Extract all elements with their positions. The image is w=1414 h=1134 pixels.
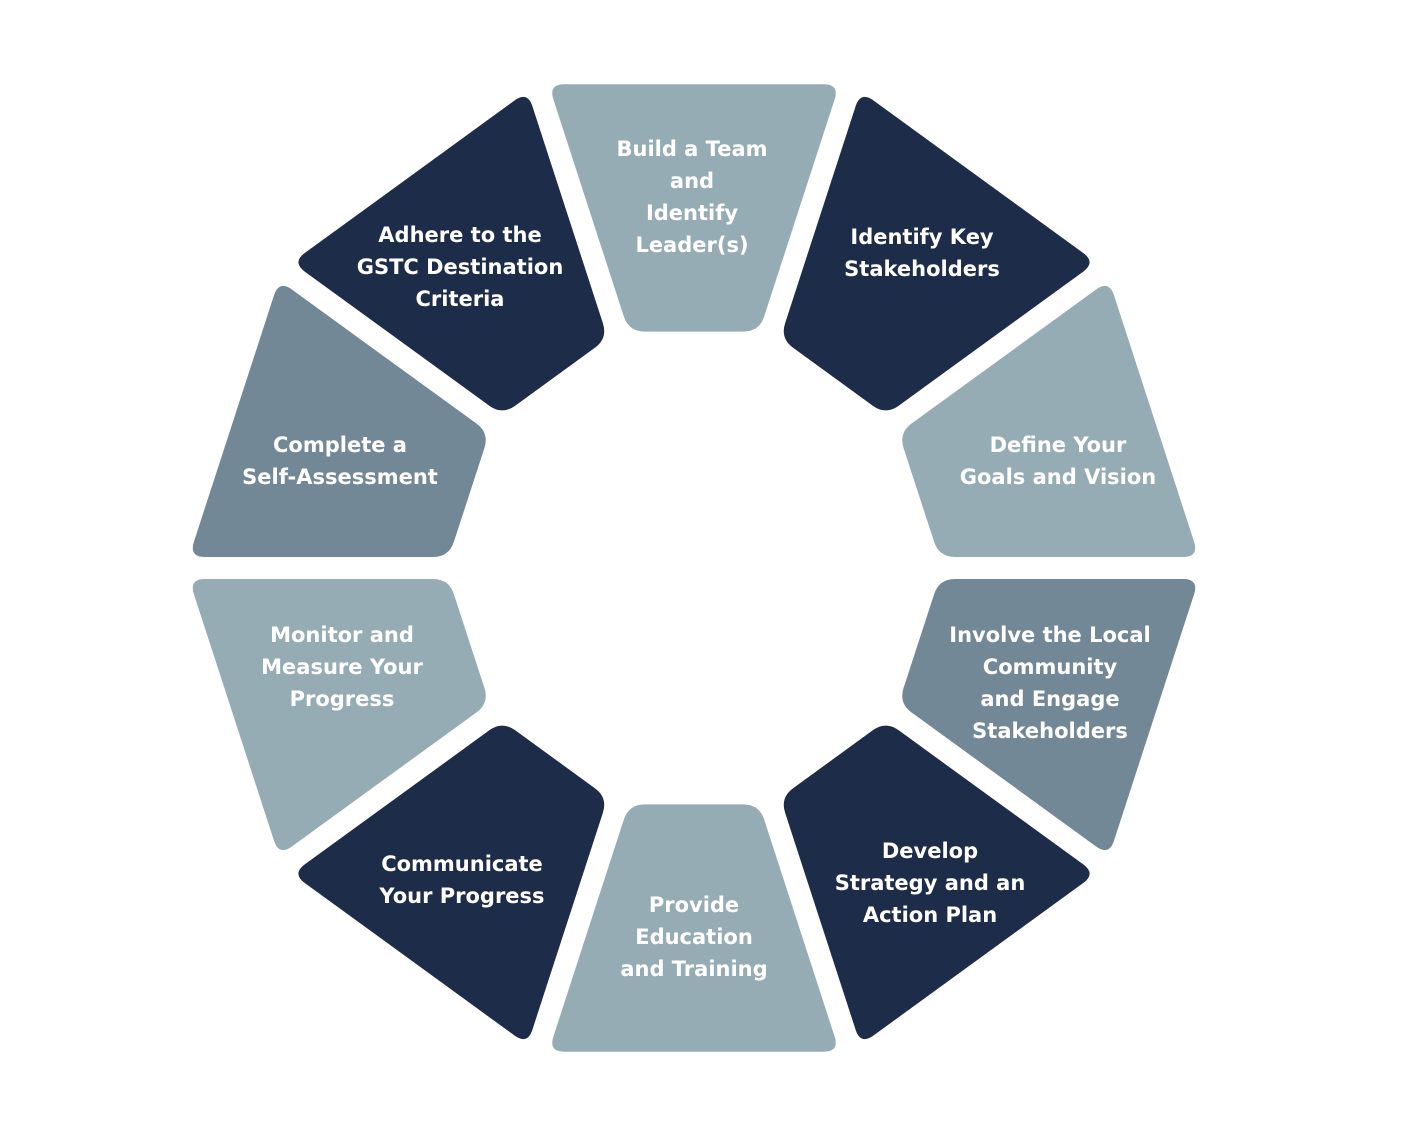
segment-shape-define-goals [902,285,1196,557]
segment-label-line: Goals and Vision [960,465,1156,489]
segment-label-line: Criteria [416,287,505,311]
segment-label-line: Communicate [381,852,543,876]
segment-label-line: Build a Team [616,137,767,161]
segment-shape-self-assessment [192,285,486,557]
segment-label-line: Stakeholders [972,719,1128,743]
segment-label-line: Your Progress [378,884,544,908]
segment-label-line: Develop [882,839,978,863]
segment-label-line: Complete a [273,433,407,457]
segment-label-line: Adhere to the [378,223,541,247]
segment-label-line: Monitor and [270,623,414,647]
segment-shape-provide-education [552,804,836,1052]
segment-label-line: Identify Key [850,225,994,249]
segment-label-line: Involve the Local [949,623,1151,647]
segment-label-line: Action Plan [863,903,997,927]
segment-label-line: Strategy and an [835,871,1026,895]
segment-label-line: Community [983,655,1118,679]
segment-label-line: Education [635,925,753,949]
segment-shape-adhere-criteria [298,96,605,411]
segment-label-line: and Training [620,957,767,981]
segment-label-line: Leader(s) [635,233,748,257]
segment-label-line: Progress [290,687,395,711]
segment-shape-develop-strategy [783,725,1090,1040]
segment-label-line: Define Your [990,433,1127,457]
segment-label-line: and Engage [980,687,1119,711]
segment-label-line: GSTC Destination [357,255,564,279]
segment-self-assessment: Complete a Self-Assessment [192,285,486,557]
segment-shape-monitor-progress [192,579,486,851]
segment-label-line: Provide [649,893,739,917]
segment-label-line: Stakeholders [844,257,1000,281]
segment-label-line: Identify [646,201,738,225]
segment-shape-involve-community [902,579,1196,851]
segment-shape-build-team [552,84,836,332]
segment-shape-identify-stakeholders [783,96,1090,411]
segment-label-line: Self-Assessment [242,465,438,489]
segment-label-self-assessment: Complete a Self-Assessment [242,433,438,489]
segment-label-line: Measure Your [261,655,423,679]
segment-label-line: and [670,169,714,193]
segment-shape-communicate-progress [298,725,605,1040]
